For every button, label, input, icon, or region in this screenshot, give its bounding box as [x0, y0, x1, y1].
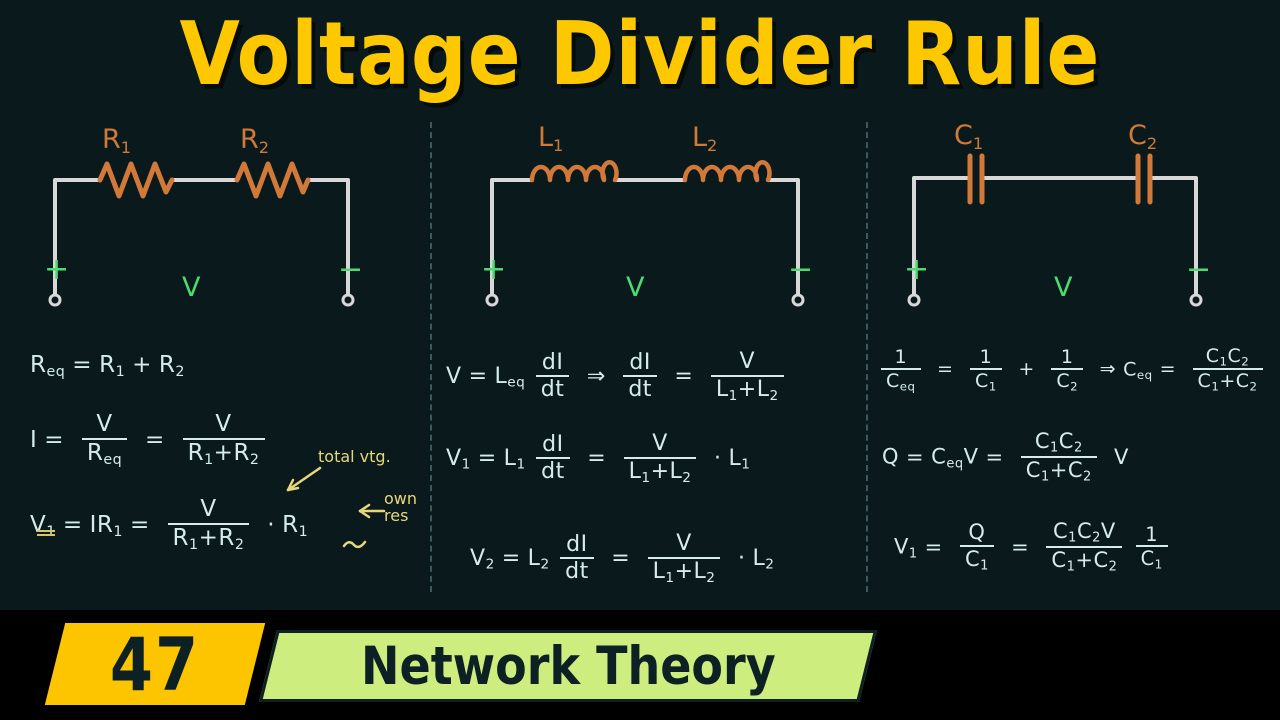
polarity-plus: + [481, 252, 507, 287]
source-voltage-label: V [1054, 272, 1073, 303]
inductor-1-symbol [529, 159, 619, 183]
fraction-v-over-l1l2: V L1+L2 [710, 349, 784, 404]
equation-current: I= V Req = V R1+R2 [30, 411, 268, 469]
fraction-v-over-r1r2: V R1+R2 [182, 411, 265, 469]
series-name: Network Theory [360, 635, 776, 697]
equation-v2: V2=L2 dI dt = V L1+L2 ·L2 [470, 531, 775, 586]
wire-left [53, 178, 102, 299]
wire-left [912, 176, 972, 299]
page-title: Voltage Divider Rule [179, 4, 1101, 106]
footer-banner: 47 Network Theory [0, 610, 1280, 720]
equation-v1: V1=L1 dI dt = V L1+L2 ·L1 [446, 431, 751, 486]
fraction-v-over-req: V Req [81, 411, 128, 469]
terminal-negative [341, 293, 355, 307]
arrow-to-own-res-icon [358, 503, 386, 519]
source-voltage-label: V [182, 272, 201, 303]
polarity-plus: + [44, 252, 70, 287]
wire-right [1148, 176, 1198, 299]
fraction-c1c2v-over-sum: C1C2V C1+C2 [1046, 519, 1123, 575]
panels-container: R1 R2 + − V Req=R1+R2 I= V Req [0, 112, 1280, 612]
series-name-badge: Network Theory [259, 630, 877, 702]
annotation-own-resistance: own res [384, 489, 418, 525]
resistor-circuit-diagram [48, 161, 355, 307]
polarity-minus: − [338, 252, 364, 287]
inductor-circuit-diagram [485, 159, 805, 307]
equation-v1: V1= Q C1 = C1C2V C1+C2 1 C1 [894, 519, 1171, 575]
capacitor-1-symbol [967, 153, 985, 205]
panel-divider-2 [866, 122, 868, 592]
wire-right [766, 178, 800, 299]
fraction-c1c2-over-sum-b: C1C2 C1+C2 [1020, 429, 1097, 485]
fraction-q-over-c1: Q C1 [959, 521, 994, 574]
resistor-1-label: R1 [102, 124, 132, 157]
wire-left [490, 178, 534, 299]
polarity-plus: + [904, 252, 930, 287]
fraction-di-dt-d: dI dt [560, 532, 594, 585]
resistor-1-symbol [97, 161, 175, 199]
capacitor-panel: C1 C2 + − V 1 Ceq = 1 C1 [866, 112, 1280, 612]
capacitor-2-symbol [1135, 153, 1153, 205]
fraction-v-over-l1l2-c: V L1+L2 [647, 531, 721, 586]
terminal-negative [791, 293, 805, 307]
fraction-v-over-l1l2-b: V L1+L2 [623, 431, 697, 486]
episode-number: 47 [109, 620, 201, 708]
annotation-total-voltage: total vtg. [318, 447, 391, 466]
source-voltage-label: V [626, 272, 645, 303]
polarity-minus: − [1186, 252, 1212, 287]
inductor-2-label: L2 [692, 122, 718, 155]
resistor-2-symbol [234, 161, 311, 199]
equation-didt: V=Leq dI dt ⇒ dI dt = V L1+L2 [446, 349, 787, 404]
equation-v1: V1=IR1= V R1+R2 ·R1 [30, 496, 309, 554]
equation-charge: Q=CeqV= C1C2 C1+C2 V [882, 429, 1129, 485]
equation-req: Req=R1+R2 [30, 352, 185, 380]
fraction-c1c2-over-sum: C1C2 C1+C2 [1192, 345, 1263, 394]
capacitor-2-label: C2 [1128, 120, 1158, 153]
terminal-negative [1189, 293, 1203, 307]
fraction-di-dt-c: dI dt [536, 432, 570, 485]
fraction-1-over-c1: 1 C1 [970, 346, 1002, 394]
episode-number-badge: 47 [44, 620, 266, 708]
arrow-to-total-voltage-icon [286, 466, 322, 492]
inductor-2-symbol [682, 159, 772, 183]
panel-divider-1 [430, 122, 432, 592]
fraction-1-over-c1-b: 1 C1 [1135, 523, 1168, 572]
resistor-panel: R1 R2 + − V Req=R1+R2 I= V Req [0, 112, 430, 612]
equation-ceq: 1 Ceq = 1 C1 + 1 C2 ⇒Ceq= C1C2 [878, 345, 1266, 394]
polarity-minus: − [788, 252, 814, 287]
fraction-1-over-ceq: 1 Ceq [881, 346, 921, 394]
v1-emphasis-underline [37, 530, 55, 532]
terminal-positive [485, 293, 499, 307]
fraction-di-dt-b: dI dt [623, 350, 657, 403]
fraction-1-over-c2: 1 C2 [1051, 346, 1084, 394]
wire-right [306, 178, 350, 299]
fraction-v-over-r1r2-b: V R1+R2 [167, 496, 250, 554]
fraction-di-dt-a: dI dt [535, 350, 570, 403]
resistor-2-label: R2 [240, 124, 270, 157]
capacitor-1-label: C1 [954, 120, 984, 153]
terminal-positive [48, 293, 62, 307]
squiggle-underline-icon [342, 540, 367, 549]
capacitor-circuit-diagram [907, 153, 1203, 307]
terminal-positive [907, 293, 921, 307]
title-bar: Voltage Divider Rule [0, 0, 1280, 110]
inductor-1-label: L1 [538, 122, 564, 155]
inductor-panel: L1 L2 + − V V=Leq dI dt ⇒ dI dt [430, 112, 866, 612]
